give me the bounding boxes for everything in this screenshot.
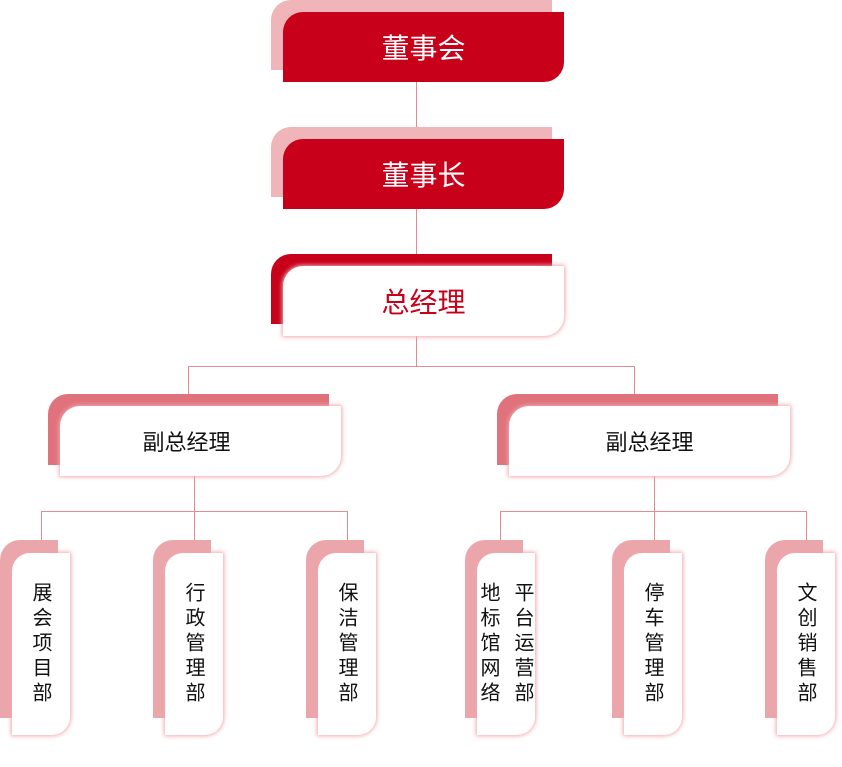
connector-line [188,366,634,367]
connector-line [806,511,807,553]
node-vice-manager-label: 副总经理 [60,406,341,476]
connector-line [188,366,189,406]
connector-line [416,82,417,139]
connector-line [194,476,195,553]
department-label: 停车管理部 [641,581,665,707]
department-label: 保洁管理部 [335,581,359,707]
connector-line [347,511,348,553]
department-label: 行政管理部 [182,581,206,707]
department-label: 展会项目部 [29,581,53,707]
node-board-label: 董事会 [283,12,564,82]
node-vice-manager-label: 副总经理 [509,406,790,476]
department-label: 平台运营部 地标馆网络 [477,581,535,707]
connector-line [416,209,417,266]
connector-line [654,476,655,553]
connector-line [41,511,347,512]
connector-line [634,366,635,406]
node-chairman-label: 董事长 [283,139,564,209]
connector-line [500,511,806,512]
department-label: 文创销售部 [794,581,818,707]
connector-line [500,511,501,553]
node-general-manager-label: 总经理 [283,266,564,336]
connector-line [41,511,42,553]
connector-line [416,336,417,366]
